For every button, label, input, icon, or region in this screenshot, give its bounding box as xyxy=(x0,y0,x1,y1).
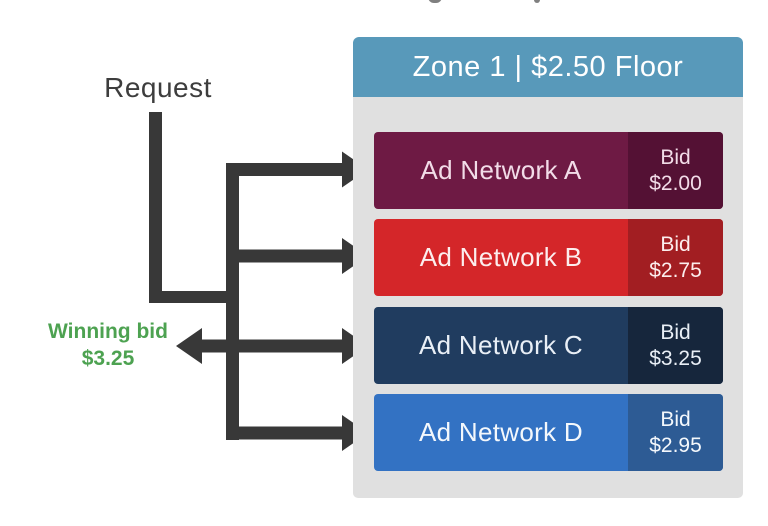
cropped-text-artifact xyxy=(534,0,540,3)
bid-amount: $3.25 xyxy=(649,346,702,370)
network-bid-section: Bid $3.25 xyxy=(628,307,723,384)
network-bid-section: Bid $2.00 xyxy=(628,132,723,209)
bid-amount: $2.00 xyxy=(649,171,702,195)
network-name: Ad Network D xyxy=(419,417,583,447)
request-connector-line xyxy=(149,291,239,303)
network-name: Ad Network B xyxy=(419,242,583,272)
bid-label: Bid xyxy=(660,407,691,431)
winning-bid: Winning bid $3.25 xyxy=(38,318,178,372)
bid-label: Bid xyxy=(660,320,691,344)
cropped-text-artifact xyxy=(428,0,442,3)
trunk-line xyxy=(226,163,239,440)
zone-panel-header: Zone 1 | $2.50 Floor xyxy=(353,37,743,97)
request-label: Request xyxy=(104,72,212,103)
network-row-a: Ad Network A Bid $2.00 xyxy=(374,132,723,209)
arrow-winning-bid-network-c xyxy=(176,328,368,364)
bid-amount: $2.75 xyxy=(649,258,702,282)
network-name: Ad Network A xyxy=(420,155,582,185)
network-name: Ad Network C xyxy=(419,330,583,360)
zone-panel-body: Ad Network A Bid $2.00 Ad Network B Bid … xyxy=(353,97,743,498)
arrow-to-network-d xyxy=(226,415,368,451)
network-bid-section: Bid $2.95 xyxy=(628,394,723,471)
network-bid-section: Bid $2.75 xyxy=(628,219,723,296)
winning-bid-text: Winning bid xyxy=(48,320,168,343)
network-row-b: Ad Network B Bid $2.75 xyxy=(374,219,723,296)
network-row-c: Ad Network C Bid $3.25 xyxy=(374,307,723,384)
bid-amount: $2.95 xyxy=(649,433,702,457)
zone-panel: Zone 1 | $2.50 Floor Ad Network A Bid $2… xyxy=(353,37,743,498)
request-line xyxy=(149,112,162,303)
bid-label: Bid xyxy=(660,232,691,256)
bid-label: Bid xyxy=(660,145,691,169)
network-row-d: Ad Network D Bid $2.95 xyxy=(374,394,723,471)
arrow-to-network-a xyxy=(226,151,368,188)
arrow-to-network-b xyxy=(226,238,368,274)
winning-bid-amount: $3.25 xyxy=(81,347,135,370)
